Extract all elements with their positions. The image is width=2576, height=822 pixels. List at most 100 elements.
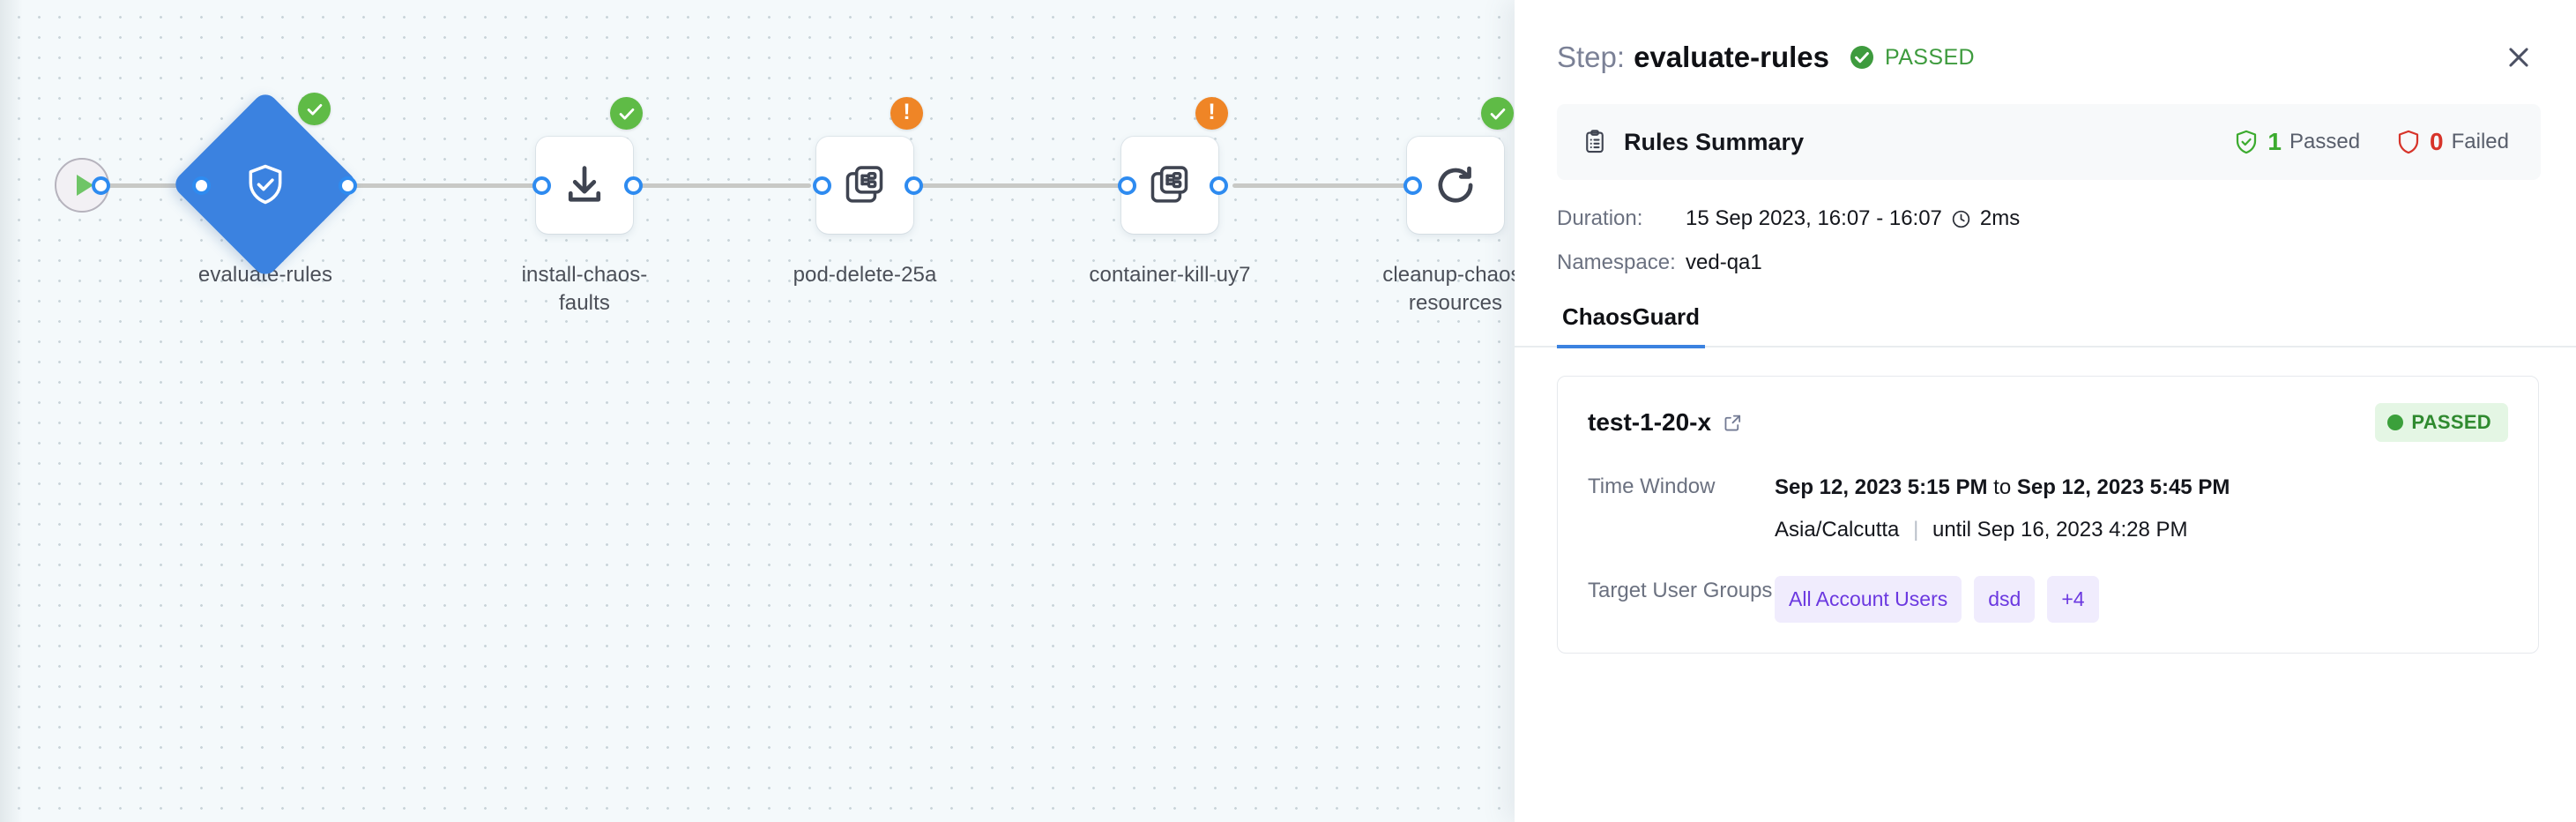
time-window-range: Sep 12, 2023 5:15 PM to Sep 12, 2023 5:4… — [1775, 472, 2230, 504]
meta-key: Duration: — [1557, 206, 1643, 230]
connector-rail — [1232, 183, 1453, 188]
port[interactable] — [92, 176, 110, 195]
time-window-sub: Asia/Calcutta | until Sep 16, 2023 4:28 … — [1775, 514, 2230, 546]
port[interactable] — [813, 176, 831, 195]
exclamation-icon: ! — [1208, 100, 1216, 124]
time-window-joiner: to — [1993, 475, 2012, 499]
meta-row-namespace: Namespace: ved-qa1 — [1557, 250, 2576, 275]
shield-outline-icon — [2398, 130, 2419, 154]
user-group-chips: All Account Users dsd +4 — [1775, 576, 2099, 623]
port[interactable] — [192, 176, 211, 195]
tab-chaosguard[interactable]: ChaosGuard — [1557, 295, 1706, 348]
check-circle-icon — [1850, 46, 1874, 69]
meta-value: 15 Sep 2023, 16:07 - 16:07 2ms — [1686, 206, 2020, 231]
row-value: Sep 12, 2023 5:15 PM to Sep 12, 2023 5:4… — [1775, 472, 2230, 546]
meta-row-duration: Duration: 15 Sep 2023, 16:07 - 16:07 2ms — [1557, 206, 2576, 231]
title-value: evaluate-rules — [1634, 41, 1830, 73]
rules-failed-count: 0 — [2430, 128, 2444, 155]
node-evaluate-rules[interactable] — [163, 82, 368, 287]
port[interactable] — [1403, 176, 1422, 195]
node-container-kill-uy7[interactable] — [1121, 137, 1218, 234]
divider: | — [1913, 518, 1919, 542]
port[interactable] — [1118, 176, 1136, 195]
rules-summary-left: Rules Summary — [1582, 129, 1804, 156]
rules-passed-count: 1 — [2267, 128, 2282, 155]
pipeline-canvas[interactable]: evaluate-rules install-chaos- faults — [0, 0, 1515, 822]
shield-check-icon — [2237, 130, 2257, 154]
user-group-chip-more[interactable]: +4 — [2047, 576, 2099, 623]
meta-value: ved-qa1 — [1686, 250, 1762, 274]
node-pod-delete-25a[interactable] — [816, 137, 913, 234]
title-prefix: Step: — [1557, 41, 1626, 73]
row-key: Time Window — [1588, 475, 1716, 498]
panel-header: Step:evaluate-rules PASSED — [1515, 0, 2576, 85]
duration-range: 15 Sep 2023, 16:07 - 16:07 — [1686, 206, 1942, 230]
port[interactable] — [1210, 176, 1228, 195]
status-badge-success — [1481, 97, 1514, 130]
rules-failed-stat: 0 Failed — [2395, 128, 2509, 156]
port[interactable] — [905, 176, 923, 195]
download-icon — [568, 166, 601, 202]
row-key: Target User Groups — [1588, 579, 1773, 602]
node-install-chaos-faults[interactable] — [536, 137, 633, 234]
step-details-panel: Step:evaluate-rules PASSED — [1515, 0, 2576, 822]
node-label: container-kill-uy7 — [1089, 263, 1251, 287]
clipboard-icon — [1582, 129, 1608, 155]
status-label: PASSED — [1885, 44, 1975, 70]
port[interactable] — [624, 176, 643, 195]
status-dot-icon — [2387, 415, 2404, 430]
step-meta: Duration: 15 Sep 2023, 16:07 - 16:07 2ms… — [1557, 206, 2576, 275]
test-status-label: PASSED — [2411, 411, 2491, 433]
connector-rail — [99, 183, 197, 188]
rules-summary-card: Rules Summary 1 Passed 0 Failed — [1557, 104, 2541, 180]
close-button[interactable] — [2498, 37, 2539, 78]
external-link-icon[interactable] — [1723, 413, 1743, 433]
rules-passed-label: Passed — [2289, 130, 2361, 153]
exclamation-icon: ! — [903, 100, 911, 124]
meta-key: Namespace: — [1557, 250, 1676, 274]
test-name-label: test-1-20-x — [1588, 408, 1712, 436]
status-badge-success — [298, 93, 331, 125]
check-icon — [1490, 108, 1505, 120]
rules-summary-title: Rules Summary — [1624, 128, 1805, 155]
rules-passed-stat: 1 Passed — [2233, 128, 2360, 156]
duration-elapsed: 2ms — [1979, 206, 2021, 230]
port[interactable] — [339, 176, 357, 195]
row-target-user-groups: Target User Groups All Account Users dsd… — [1588, 576, 2508, 623]
status-badge-success — [610, 97, 643, 130]
node-label: pod-delete-25a — [793, 263, 937, 287]
chaos-fault-icon — [1150, 166, 1188, 203]
check-icon — [307, 103, 322, 116]
test-status-badge: PASSED — [2375, 403, 2508, 442]
port[interactable] — [532, 176, 551, 195]
chaos-fault-icon — [845, 166, 883, 203]
test-name: test-1-20-x — [1588, 408, 1743, 437]
refresh-icon — [1438, 166, 1473, 203]
time-window-from: Sep 12, 2023 5:15 PM — [1775, 475, 1988, 499]
time-window-to: Sep 12, 2023 5:45 PM — [2016, 475, 2230, 499]
node-label: cleanup-chaos- resources — [1382, 263, 1515, 315]
shield-check-icon — [249, 164, 282, 205]
status-badge-warning: ! — [890, 97, 923, 130]
user-group-chip[interactable]: dsd — [1974, 576, 2036, 623]
valid-until: until Sep 16, 2023 4:28 PM — [1932, 518, 2188, 542]
rules-failed-label: Failed — [2451, 130, 2509, 153]
node-label: install-chaos- faults — [521, 263, 648, 315]
node-cleanup-chaos-resources[interactable] — [1407, 137, 1504, 234]
row-value: All Account Users dsd +4 — [1775, 576, 2099, 623]
check-icon — [619, 108, 634, 120]
timezone: Asia/Calcutta — [1775, 518, 1900, 542]
chaosguard-test-card: test-1-20-x PASSED Time Window — [1557, 376, 2539, 654]
page-title: Step:evaluate-rules — [1557, 41, 1829, 74]
connector-rail — [631, 183, 811, 188]
close-icon — [2509, 48, 2528, 67]
user-group-chip[interactable]: All Account Users — [1775, 576, 1962, 623]
row-time-window: Time Window Sep 12, 2023 5:15 PM to Sep … — [1588, 472, 2508, 546]
connector-rail — [917, 183, 1125, 188]
test-card-header: test-1-20-x PASSED — [1588, 403, 2508, 442]
status-badge: PASSED — [1849, 44, 1975, 71]
play-icon — [76, 175, 93, 196]
clock-icon — [1951, 209, 1971, 229]
status-badge-warning: ! — [1195, 97, 1228, 130]
